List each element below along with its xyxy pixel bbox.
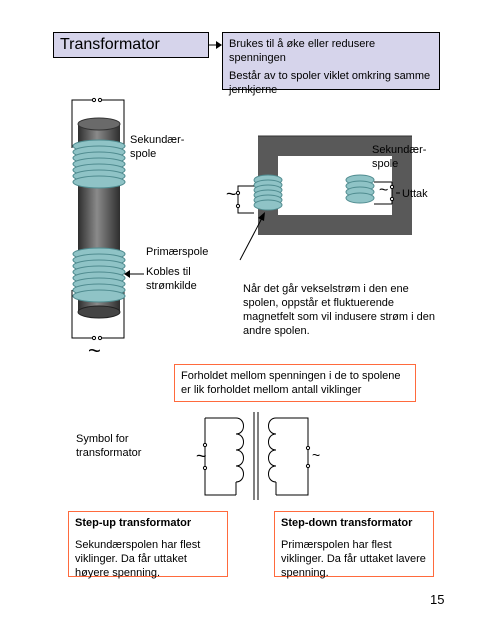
step-up-text: Sekundærspolen har flest viklinger. Da f…	[75, 539, 201, 579]
symbol-ac-left: ~	[196, 446, 207, 466]
step-up-heading: Step-up transformator	[75, 517, 192, 529]
primary-coil	[72, 247, 126, 303]
step-down-box: Step-down transformator Primærspolen har…	[274, 511, 434, 579]
info-line-1: Brukes til å øke eller redusere spenning…	[229, 38, 376, 64]
step-down-text: Primærspolen har flest viklinger. Da får…	[281, 539, 426, 579]
page-number: 15	[430, 592, 445, 607]
right-ac-symbol-right: ~	[379, 182, 389, 199]
page-title: Transformator	[60, 36, 160, 53]
right-primary-coil	[253, 174, 283, 211]
header-arrow	[209, 41, 222, 49]
right-ac-symbol-left: ~	[226, 184, 237, 204]
right-secondary-coil-label: Sekundær-spole	[372, 144, 427, 170]
ratio-text: Forholdet mellom spenningen i de to spol…	[181, 370, 401, 396]
step-up-box: Step-up transformator Sekundærspolen har…	[68, 511, 228, 579]
induction-description: Når det går vekselstrøm i den ene spolen…	[243, 283, 435, 337]
primary-coil-label: Primærspole	[146, 246, 209, 258]
ratio-box: Forholdet mellom spenningen i de to spol…	[174, 364, 416, 402]
transformer-symbol	[202, 412, 311, 500]
power-source-label: Kobles til strømkilde	[146, 266, 197, 292]
title-box: Transformator	[53, 32, 209, 58]
left-secondary-coil-label: Sekundær-spole	[130, 134, 185, 160]
right-secondary-coil	[345, 174, 375, 204]
right-transformer	[235, 135, 412, 261]
output-label: Uttak	[402, 188, 428, 200]
info-line-2: Består av to spoler viklet omkring samme…	[229, 70, 431, 96]
left-ac-symbol: ~	[88, 338, 101, 363]
symbol-label: Symbol for transformator	[76, 433, 142, 459]
secondary-coil	[72, 139, 126, 189]
info-box: Brukes til å øke eller redusere spenning…	[222, 32, 440, 96]
step-down-heading: Step-down transformator	[281, 517, 413, 529]
left-transformer	[71, 97, 144, 341]
symbol-ac-right: ~	[312, 447, 321, 463]
